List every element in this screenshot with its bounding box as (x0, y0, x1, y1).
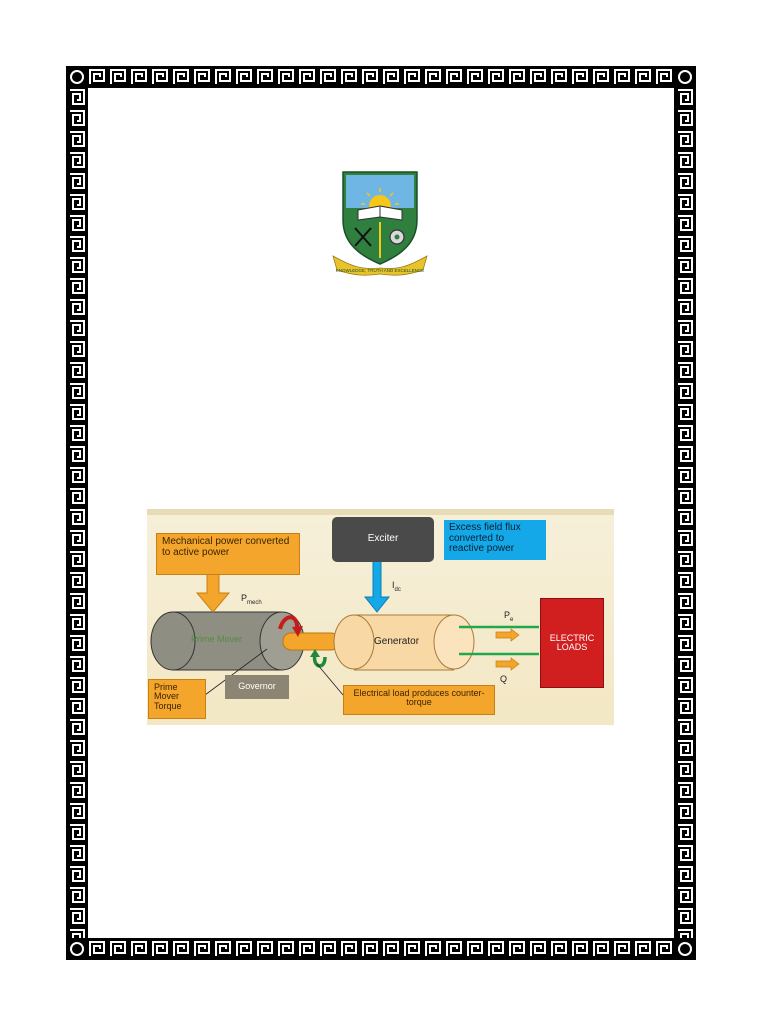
active-power-arrow-icon (495, 628, 520, 642)
reactive-power-arrow-icon (495, 657, 520, 671)
page-border-top (66, 66, 696, 88)
prime-mover-label: Prime Mover (191, 634, 243, 644)
mechanical-power-callout: Mechanical power converted to active pow… (156, 533, 300, 575)
border-corner-circle-icon (66, 66, 88, 88)
shaft (282, 632, 340, 651)
page-border-left (66, 66, 88, 960)
border-corner-circle-icon (674, 66, 696, 88)
mechanical-power-arrow-icon (195, 572, 231, 613)
page-border-right (674, 66, 696, 960)
university-crest-logo: KNOWLEDGE, TRUTH AND EXCELLENCE (331, 168, 429, 276)
crest-motto: KNOWLEDGE, TRUTH AND EXCELLENCE (336, 268, 424, 273)
p-mech-label: Pmech (241, 593, 262, 606)
border-corner-circle-icon (66, 938, 88, 960)
counter-torque-callout: Electrical load produces counter-torque (343, 685, 495, 715)
q-label: Q (500, 674, 508, 684)
border-corner-circle-icon (674, 938, 696, 960)
excess-field-callout: Excess field flux converted to reactive … (444, 520, 546, 560)
p-e-label: Pe (504, 610, 514, 623)
page-border-bottom (66, 938, 696, 960)
i-dc-label: Idc (392, 580, 401, 593)
exciter-box: Exciter (332, 517, 434, 562)
generator-cylinder (333, 614, 475, 671)
generator-system-diagram: Mechanical power converted to active pow… (147, 509, 614, 725)
governor-box: Governor (225, 675, 289, 699)
field-current-arrow-icon (363, 558, 391, 613)
prime-mover-cylinder (150, 611, 305, 671)
generator-label: Generator (374, 636, 420, 647)
electric-loads-box: ELECTRIC LOADS (540, 598, 604, 688)
prime-mover-torque-callout: Prime Mover Torque (148, 679, 206, 719)
